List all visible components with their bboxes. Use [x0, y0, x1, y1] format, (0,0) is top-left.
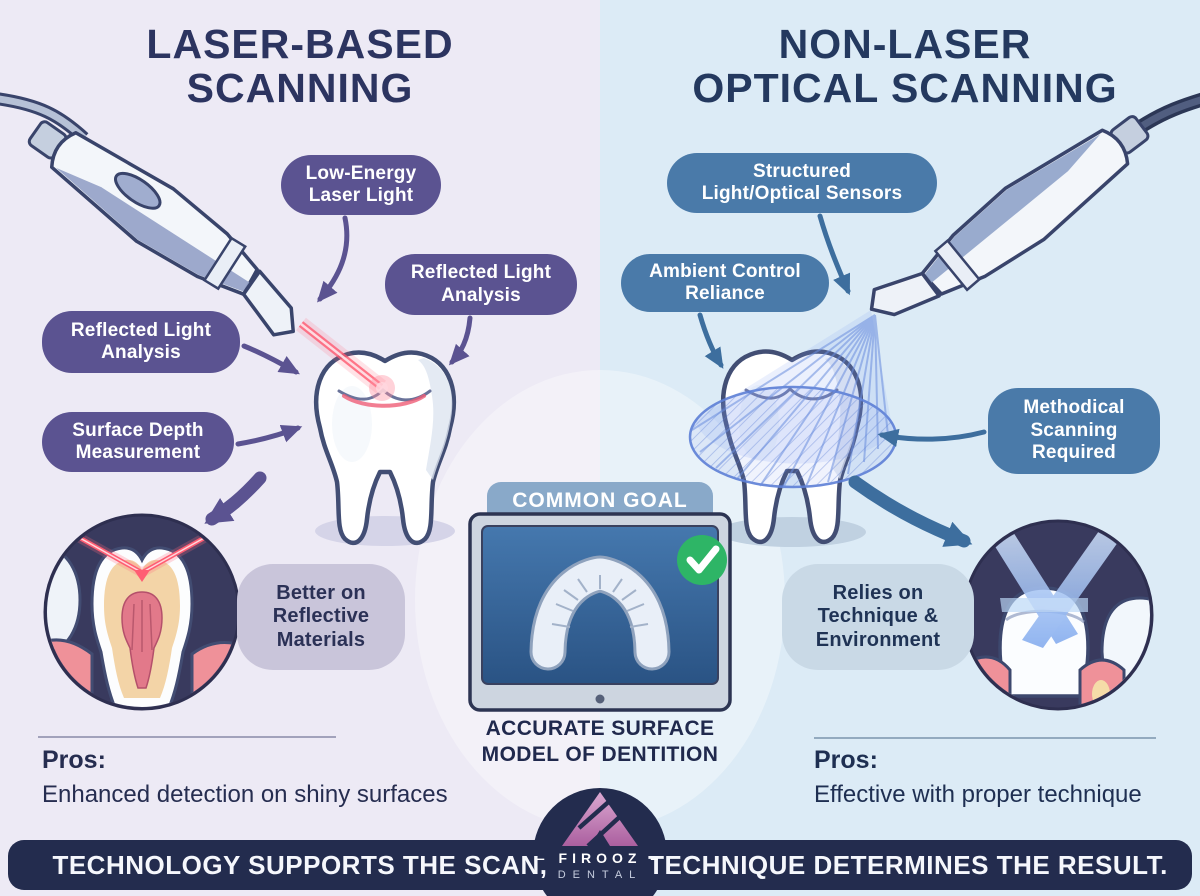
right-pros-text: Effective with proper technique — [814, 781, 1142, 808]
pill-ambient-control: Ambient Control Reliance — [621, 254, 829, 312]
pill-relies-technique: Relies on Technique & Environment — [782, 564, 974, 670]
footer-bar — [8, 840, 1192, 890]
pill-structured-light: Structured Light/Optical Sensors — [667, 153, 937, 213]
pill-surface-depth: Surface Depth Measurement — [42, 412, 234, 472]
footer-left-text: TECHNOLOGY SUPPORTS THE SCAN, — [52, 850, 548, 880]
right-pros-divider — [814, 737, 1156, 739]
pill-better-reflective: Better on Reflective Materials — [237, 564, 405, 670]
common-goal-tab: COMMON GOAL — [487, 482, 713, 526]
left-pros-label: Pros: — [42, 746, 106, 774]
brand-wordmark: – FIROOZ – DENTAL — [500, 850, 700, 881]
right-panel-title: NON-LASER OPTICAL SCANNING — [692, 21, 1118, 112]
pill-low-energy-laser: Low-Energy Laser Light — [281, 155, 441, 215]
left-pros-divider — [38, 736, 336, 738]
footer-right-text: TECHNIQUE DETERMINES THE RESULT. — [648, 850, 1168, 880]
pill-reflected-light-left: Reflected Light Analysis — [42, 311, 240, 373]
brand-sub: DENTAL — [557, 869, 643, 881]
common-goal-caption: ACCURATE SURFACE MODEL OF DENTITION — [481, 717, 719, 767]
pill-methodical-scanning: Methodical Scanning Required — [988, 388, 1160, 474]
pill-reflected-light-upper: Reflected Light Analysis — [385, 254, 577, 315]
right-pros-label: Pros: — [814, 746, 878, 774]
left-panel-title: LASER-BASED SCANNING — [146, 21, 454, 112]
left-pros-text: Enhanced detection on shiny surfaces — [42, 781, 448, 808]
brand-name: – FIROOZ – — [536, 850, 664, 866]
